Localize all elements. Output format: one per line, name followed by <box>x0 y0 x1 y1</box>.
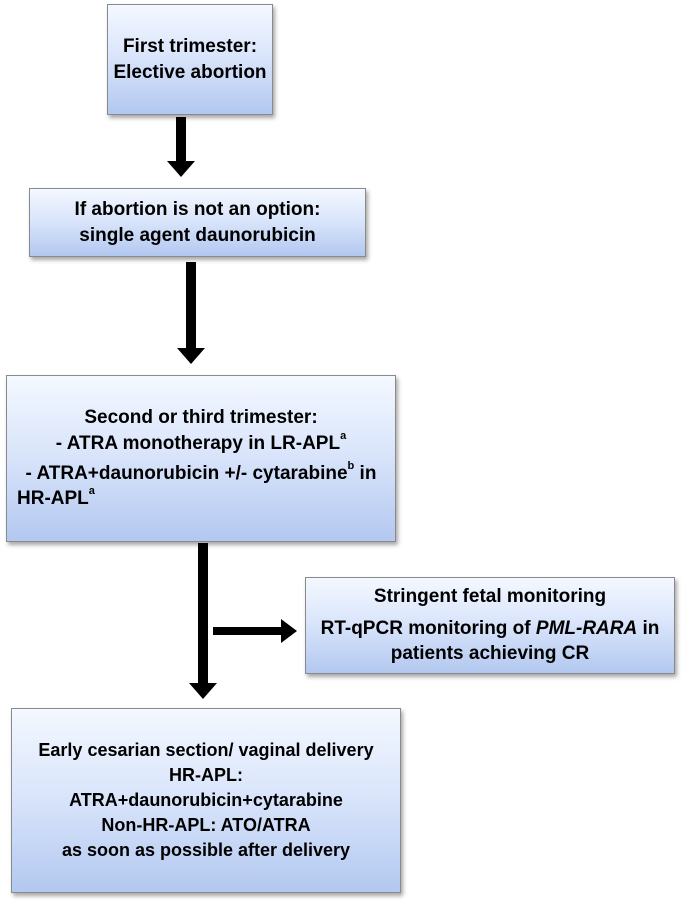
box4-line2: HR-APL: <box>169 765 243 786</box>
box3-line1: Second or third trimester: <box>84 407 318 429</box>
side-line1: Stringent fetal monitoring <box>373 586 607 608</box>
box4-line5: as soon as possible after delivery <box>61 839 351 860</box>
box3-line4: HR-APLa <box>17 485 95 510</box>
abortion-not-option-box: If abortion is not an option: single age… <box>29 188 366 257</box>
arrow-down-2 <box>186 262 196 350</box>
box3-line2: - ATRA monotherapy in LR-APLa <box>55 429 347 454</box>
box1-line1: First trimester: <box>122 35 258 57</box>
box4-line3: ATRA+daunorubicin+cytarabine <box>69 790 343 811</box>
box2-line1: If abortion is not an option: <box>74 198 321 220</box>
arrow-down-3-head <box>189 683 217 699</box>
side-line3: patients achieving CR <box>390 643 590 665</box>
second-third-trimester-box: Second or third trimester: - ATRA monoth… <box>6 375 396 542</box>
box3-line3: - ATRA+daunorubicin +/- cytarabineb in <box>25 459 377 484</box>
delivery-box: Early cesarian section/ vaginal delivery… <box>11 708 401 893</box>
arrow-right <box>213 627 283 635</box>
arrow-down-3 <box>198 543 208 683</box>
arrow-down-2-head <box>177 348 205 364</box>
box4-line1: Early cesarian section/ vaginal delivery <box>38 740 374 761</box>
arrow-down-1-head <box>167 161 195 177</box>
box2-line2: single agent daunorubicin <box>79 224 316 246</box>
first-trimester-box: First trimester: Elective abortion <box>107 4 273 115</box>
side-line2: RT-qPCR monitoring of PML-RARA in <box>320 617 660 639</box>
monitoring-box: Stringent fetal monitoring RT-qPCR monit… <box>305 577 675 674</box>
box4-line4: Non-HR-APL: ATO/ATRA <box>101 814 311 835</box>
arrow-down-1 <box>176 117 186 163</box>
arrow-right-head <box>281 619 297 643</box>
box1-line2: Elective abortion <box>113 61 267 83</box>
